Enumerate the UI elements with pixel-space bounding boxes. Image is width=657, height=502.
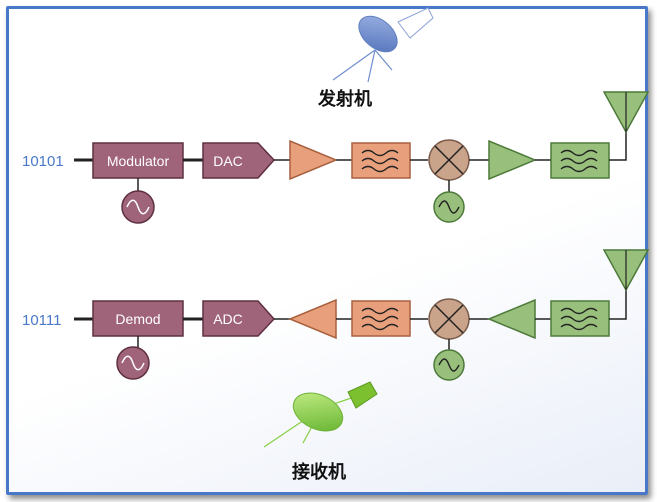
modulator-label: Modulator	[107, 153, 170, 169]
dac-label: DAC	[213, 153, 243, 169]
rx-lna-icon	[487, 298, 536, 340]
rx-demod-oscillator-icon	[116, 346, 150, 380]
rx-if-amplifier-icon	[288, 298, 337, 340]
tx-local-oscillator-icon	[433, 191, 465, 223]
tx-power-amplifier-icon	[488, 139, 537, 181]
rx-antenna-icon	[602, 249, 650, 292]
receiver-title: 接收机	[292, 461, 346, 482]
tx-antenna-icon	[602, 91, 650, 134]
rx-filter-icon	[351, 300, 411, 337]
receiver-dish-icon	[263, 381, 378, 448]
modulator-block: Modulator	[92, 142, 184, 179]
tx-modulator-oscillator-icon	[121, 190, 155, 224]
rx-mixer-icon	[428, 298, 470, 340]
demod-block: Demod	[92, 300, 184, 337]
tx-filter-icon	[351, 142, 411, 179]
rx-input-filter-icon	[550, 300, 610, 337]
transmitter-dish-icon	[332, 7, 434, 83]
rx-bitstream: 10111	[22, 312, 62, 329]
adc-label: ADC	[213, 311, 243, 327]
adc-block: ADC	[202, 300, 276, 337]
tx-mixer-icon	[428, 139, 470, 181]
demod-label: Demod	[115, 311, 160, 327]
tx-amplifier-icon	[289, 139, 338, 181]
tx-output-filter-icon	[550, 142, 610, 179]
rx-local-oscillator-icon	[433, 349, 465, 381]
transmitter-title: 发射机	[317, 88, 372, 109]
dac-block: DAC	[202, 142, 276, 179]
tx-bitstream: 10101	[22, 153, 64, 170]
